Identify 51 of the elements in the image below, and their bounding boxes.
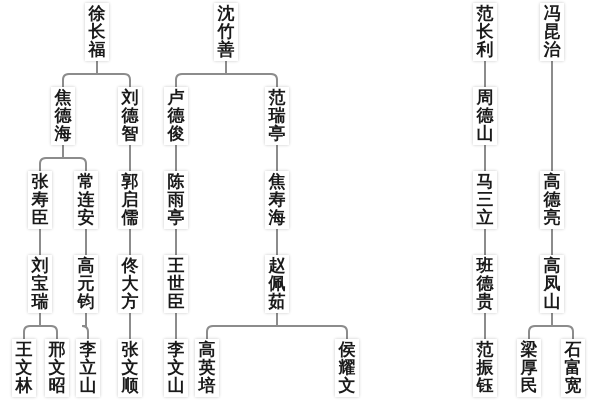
connector-line [129, 229, 131, 255]
name-label: 焦寿海 [265, 171, 289, 229]
name-label: 刘德智 [118, 87, 142, 145]
name-label: 梁厚民 [517, 339, 541, 397]
connector-line [276, 229, 278, 255]
name-label: 范振钰 [473, 339, 497, 397]
name-label: 范长利 [473, 3, 497, 61]
name-label: 李立山 [76, 339, 100, 397]
connector-line [39, 229, 41, 255]
connector-line [129, 145, 131, 171]
connector-line [175, 229, 177, 255]
name-label: 高英培 [195, 339, 219, 397]
connector-line [276, 145, 278, 171]
name-label: 陈雨亭 [164, 171, 188, 229]
connector-line [484, 145, 486, 171]
name-label: 高德亮 [540, 171, 564, 229]
name-label: 王世臣 [164, 255, 188, 313]
name-label: 沈竹善 [214, 3, 238, 61]
name-label: 范瑞亭 [265, 87, 289, 145]
name-label: 邢文昭 [45, 339, 69, 397]
name-label: 王文林 [12, 339, 36, 397]
name-label: 张寿臣 [28, 171, 52, 229]
name-label: 张文顺 [118, 339, 142, 397]
name-label: 焦德海 [51, 87, 75, 145]
name-label: 赵佩茹 [265, 255, 289, 313]
connector-line [81, 313, 89, 339]
connector-line [85, 229, 87, 255]
connector-line [551, 229, 553, 255]
name-label: 马三立 [473, 171, 497, 229]
name-label: 班德贵 [473, 255, 497, 313]
name-label: 侯耀文 [335, 339, 359, 397]
name-label: 石富宽 [561, 339, 585, 397]
name-label: 郭启儒 [118, 171, 142, 229]
name-label: 刘宝瑞 [28, 255, 52, 313]
name-label: 常连安 [74, 171, 98, 229]
connector-line [484, 229, 486, 255]
connector-line [129, 313, 131, 339]
name-label: 徐长福 [85, 3, 109, 61]
connector-line [175, 145, 177, 171]
name-label: 周德山 [473, 87, 497, 145]
name-label: 高元钧 [74, 255, 98, 313]
connector-line [175, 313, 177, 339]
name-label: 佟大方 [118, 255, 142, 313]
connector-line [551, 61, 553, 171]
name-label: 冯昆治 [540, 3, 564, 61]
connector-line [484, 313, 486, 339]
connector-line [484, 61, 486, 87]
name-label: 卢德俊 [164, 87, 188, 145]
name-label: 高凤山 [540, 255, 564, 313]
connector-line [39, 313, 58, 339]
name-label: 李文山 [164, 339, 188, 397]
